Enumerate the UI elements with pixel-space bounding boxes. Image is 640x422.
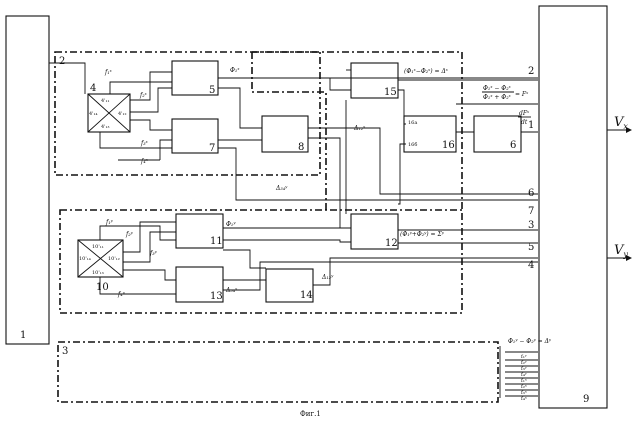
signal-f3y: f₃ʸ: [149, 250, 158, 257]
label-block-15: 15: [384, 87, 397, 98]
signal-d12x: Δ₁₂ˣ: [353, 125, 366, 132]
signal-f2y: f₂ʸ: [125, 231, 134, 238]
line-number-1: 1: [528, 120, 534, 131]
label-block-4: 4: [90, 83, 96, 94]
line-number-2: 2: [528, 66, 534, 77]
label-block-14: 14: [300, 290, 313, 301]
label-block-9: 9: [583, 394, 589, 405]
formula-deriv-num: dFˣ: [519, 110, 530, 117]
label-block-8: 8: [298, 142, 304, 153]
label-block-6: 6: [510, 140, 516, 151]
formula-deriv-den: dt: [521, 119, 528, 126]
signal-f1x: f₁ˣ: [104, 69, 113, 76]
sensor-y1-label: 10'₁₁: [92, 244, 104, 250]
label-block-16: 16: [442, 140, 455, 151]
sensor-x2-label: 4'₁₂: [118, 111, 127, 117]
signal-d34x: Δ₃₄ˣ: [225, 287, 238, 294]
output-vx: Vx: [614, 115, 628, 131]
signal-phi1y: Φ₁ʸ: [226, 221, 236, 228]
label-block-2: 2: [59, 56, 65, 67]
sensor-x1-label: 4'₁₁: [101, 98, 110, 104]
line-number-6: 6: [528, 188, 534, 199]
line-number-7: 7: [528, 206, 534, 217]
formula-ratio-den: Φ₁ˣ + Φ₂ˣ: [483, 94, 512, 101]
bus-label-f4x: f₄ˣ: [521, 396, 527, 402]
signal-f2x: f₂ˣ: [139, 92, 148, 99]
label-block-10: 10: [96, 282, 109, 293]
sensor-x3-label: 4'₁₃: [101, 124, 110, 130]
line-number-5: 5: [528, 242, 534, 253]
signal-d12y: Δ₁₂ʸ: [321, 274, 334, 281]
sensor-y3-label: 10'₁₃: [92, 270, 104, 276]
label-block-12: 12: [385, 238, 398, 249]
output-vy: Vy: [614, 243, 628, 259]
label-block-11: 11: [210, 236, 223, 247]
block-1: [6, 16, 49, 344]
signal-d34y: Δ₃₄ʸ: [275, 185, 288, 192]
block-9: [539, 6, 607, 408]
sensor-x4-label: 4'₁₄: [89, 111, 98, 117]
sensor-y4-label: 10'₁₄: [79, 256, 91, 262]
figure-caption: Фиг.1: [300, 410, 321, 418]
label-block-5: 5: [209, 85, 215, 96]
signal-f4y: f₄ʸ: [117, 291, 126, 298]
label-block-13: 13: [210, 291, 223, 302]
port-16a: 16a: [408, 120, 417, 126]
formula-ratio-eq: = Fˣ: [515, 91, 529, 98]
formula-sigma-y: (Φ₁ʸ+Φ₂ʸ) = Σʸ: [400, 231, 445, 238]
boundary-3: [58, 342, 498, 402]
line-number-3: 3: [528, 220, 534, 231]
line-number-4: 4: [528, 260, 534, 271]
port-16b: 16б: [408, 141, 417, 148]
label-block-3: 3: [62, 346, 68, 357]
formula-delta-y: Φ₁ʸ − Φ₂ʸ = Δʸ: [508, 338, 552, 345]
formula-ratio-num: Φ₁ˣ − Φ₂ˣ: [483, 85, 512, 92]
formula-delta-x: (Φ₁ˣ−Φ₂ˣ) = Δˣ: [404, 68, 449, 75]
signal-f1y: f₁ʸ: [105, 219, 114, 226]
sensor-y2-label: 10'₁₂: [108, 256, 120, 262]
label-block-1: 1: [20, 330, 26, 341]
signal-f4x: f₄ˣ: [140, 158, 149, 165]
signal-phi1x: Φ₁ˣ: [230, 67, 240, 74]
label-block-7: 7: [209, 143, 215, 154]
signal-f3x: f₃ˣ: [140, 140, 149, 147]
